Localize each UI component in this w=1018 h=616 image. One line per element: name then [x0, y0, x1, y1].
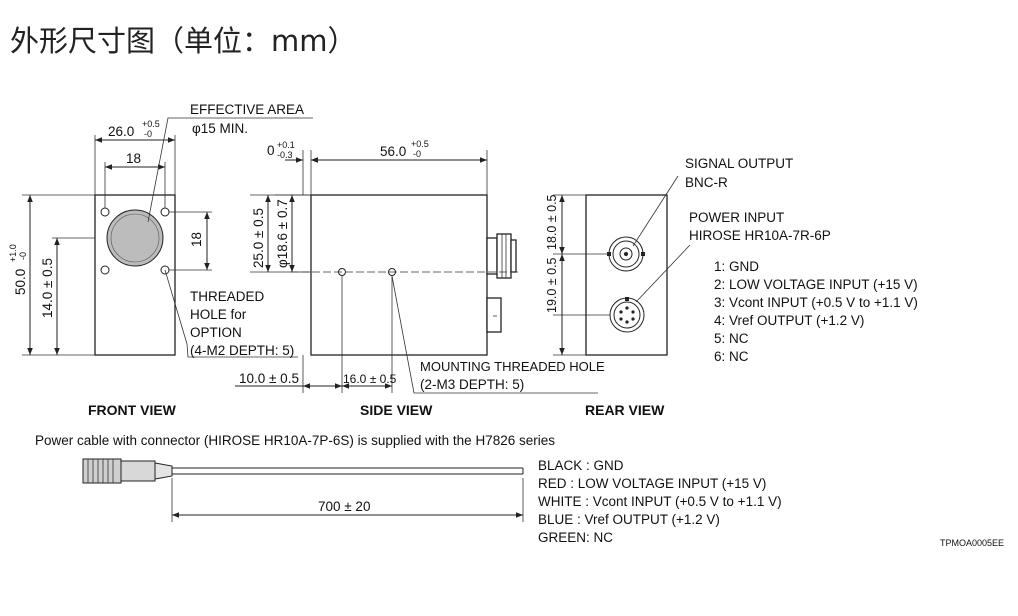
side-view-label: SIDE VIEW	[360, 402, 433, 418]
side-body	[310, 194, 488, 356]
front-hole-icon	[100, 265, 110, 275]
side-view: 0 +0.1 -0.3 56.0 +0.5 -0 25.0 ± 0.5 φ18.…	[235, 139, 605, 418]
pin-item: 6: NC	[714, 349, 749, 364]
pin-item: 2: LOW VOLTAGE INPUT (+15 V)	[714, 277, 918, 292]
threaded-line2: HOLE for	[190, 307, 247, 322]
front-view-label: FRONT VIEW	[88, 402, 177, 418]
cable: Power cable with connector (HIROSE HR10A…	[35, 433, 782, 545]
pin-item: 5: NC	[714, 331, 749, 346]
front-hole-spacing-h: 18	[126, 151, 141, 166]
side-length-dim: 56.0	[380, 144, 406, 159]
signal-output-line2: BNC-R	[685, 175, 728, 190]
front-view: 26.0 +0.5 -0 18 18 50.0 +1.0 -0 14.0 ± 0…	[8, 102, 313, 418]
threaded-line1: THREADED	[190, 289, 265, 304]
wire-item: GREEN: NC	[538, 530, 613, 545]
front-height-dim: 50.0	[13, 269, 28, 295]
side-left-hole-dim: 10.0 ± 0.5	[239, 371, 299, 386]
front-width-dim: 26.0	[108, 124, 134, 139]
front-width-tol-dn: -0	[144, 129, 152, 139]
cable-caption: Power cable with connector (HIROSE HR10A…	[35, 433, 555, 448]
mounting-line1: MOUNTING THREADED HOLE	[420, 359, 605, 374]
page-title: 外形尺寸图（单位：mm）	[10, 24, 357, 58]
cable-length-dim: 700 ± 20	[318, 499, 370, 514]
side-dia-dim: φ18.6 ± 0.7	[275, 199, 290, 268]
front-height-tol-up: +1.0	[8, 244, 18, 262]
side-length-tol-up: +0.5	[411, 139, 429, 149]
rear-view: 18.0 ± 0.5 19.0 ± 0.5 SIGNAL OUTPUT BNC-…	[545, 156, 918, 418]
side-offset-tol-dn: -0.3	[277, 150, 293, 160]
power-input-line1: POWER INPUT	[689, 210, 784, 225]
rear-body	[585, 194, 668, 356]
front-center-dim: 14.0 ± 0.5	[40, 258, 55, 318]
wire-item: WHITE : Vcont INPUT (+0.5 V to +1.1 V)	[538, 494, 782, 509]
drawing-code: TPMOA0005EE	[940, 538, 1004, 548]
wire-item: BLACK : GND	[538, 458, 624, 473]
rear-lower-dim: 19.0 ± 0.5	[545, 257, 559, 313]
front-height-tol-dn: -0	[18, 252, 28, 260]
mounting-line2: (2-M3 DEPTH: 5)	[420, 377, 524, 392]
wire-item: BLUE : Vref OUTPUT (+1.2 V)	[538, 512, 720, 527]
threaded-line4: (4-M2 DEPTH: 5)	[190, 343, 294, 358]
front-width-tol-up: +0.5	[142, 119, 160, 129]
side-length-tol-dn: -0	[413, 149, 421, 159]
side-height-dim: 25.0 ± 0.5	[251, 208, 266, 268]
wire-item: RED : LOW VOLTAGE INPUT (+15 V)	[538, 476, 766, 491]
pin-item: 4: Vref OUTPUT (+1.2 V)	[714, 313, 864, 328]
rear-upper-dim: 18.0 ± 0.5	[545, 194, 559, 250]
side-offset-dim: 0	[267, 143, 275, 158]
threaded-line3: OPTION	[190, 325, 242, 340]
effective-area-line2: φ15 MIN.	[192, 121, 248, 136]
effective-area-inner	[110, 213, 160, 263]
pin-item: 1: GND	[714, 259, 759, 274]
side-hole-spacing: 16.0 ± 0.5	[343, 372, 397, 386]
rear-view-label: REAR VIEW	[585, 402, 665, 418]
pin-item: 3: Vcont INPUT (+0.5 V to +1.1 V)	[714, 295, 918, 310]
front-hole-spacing-v: 18	[189, 232, 204, 247]
side-offset-tol-up: +0.1	[277, 140, 295, 150]
power-connector-side	[486, 297, 502, 333]
power-input-line2: HIROSE HR10A-7R-6P	[689, 228, 831, 243]
effective-area-line1: EFFECTIVE AREA	[190, 102, 304, 117]
bnc-connector	[486, 237, 498, 275]
signal-output-line1: SIGNAL OUTPUT	[685, 156, 793, 171]
